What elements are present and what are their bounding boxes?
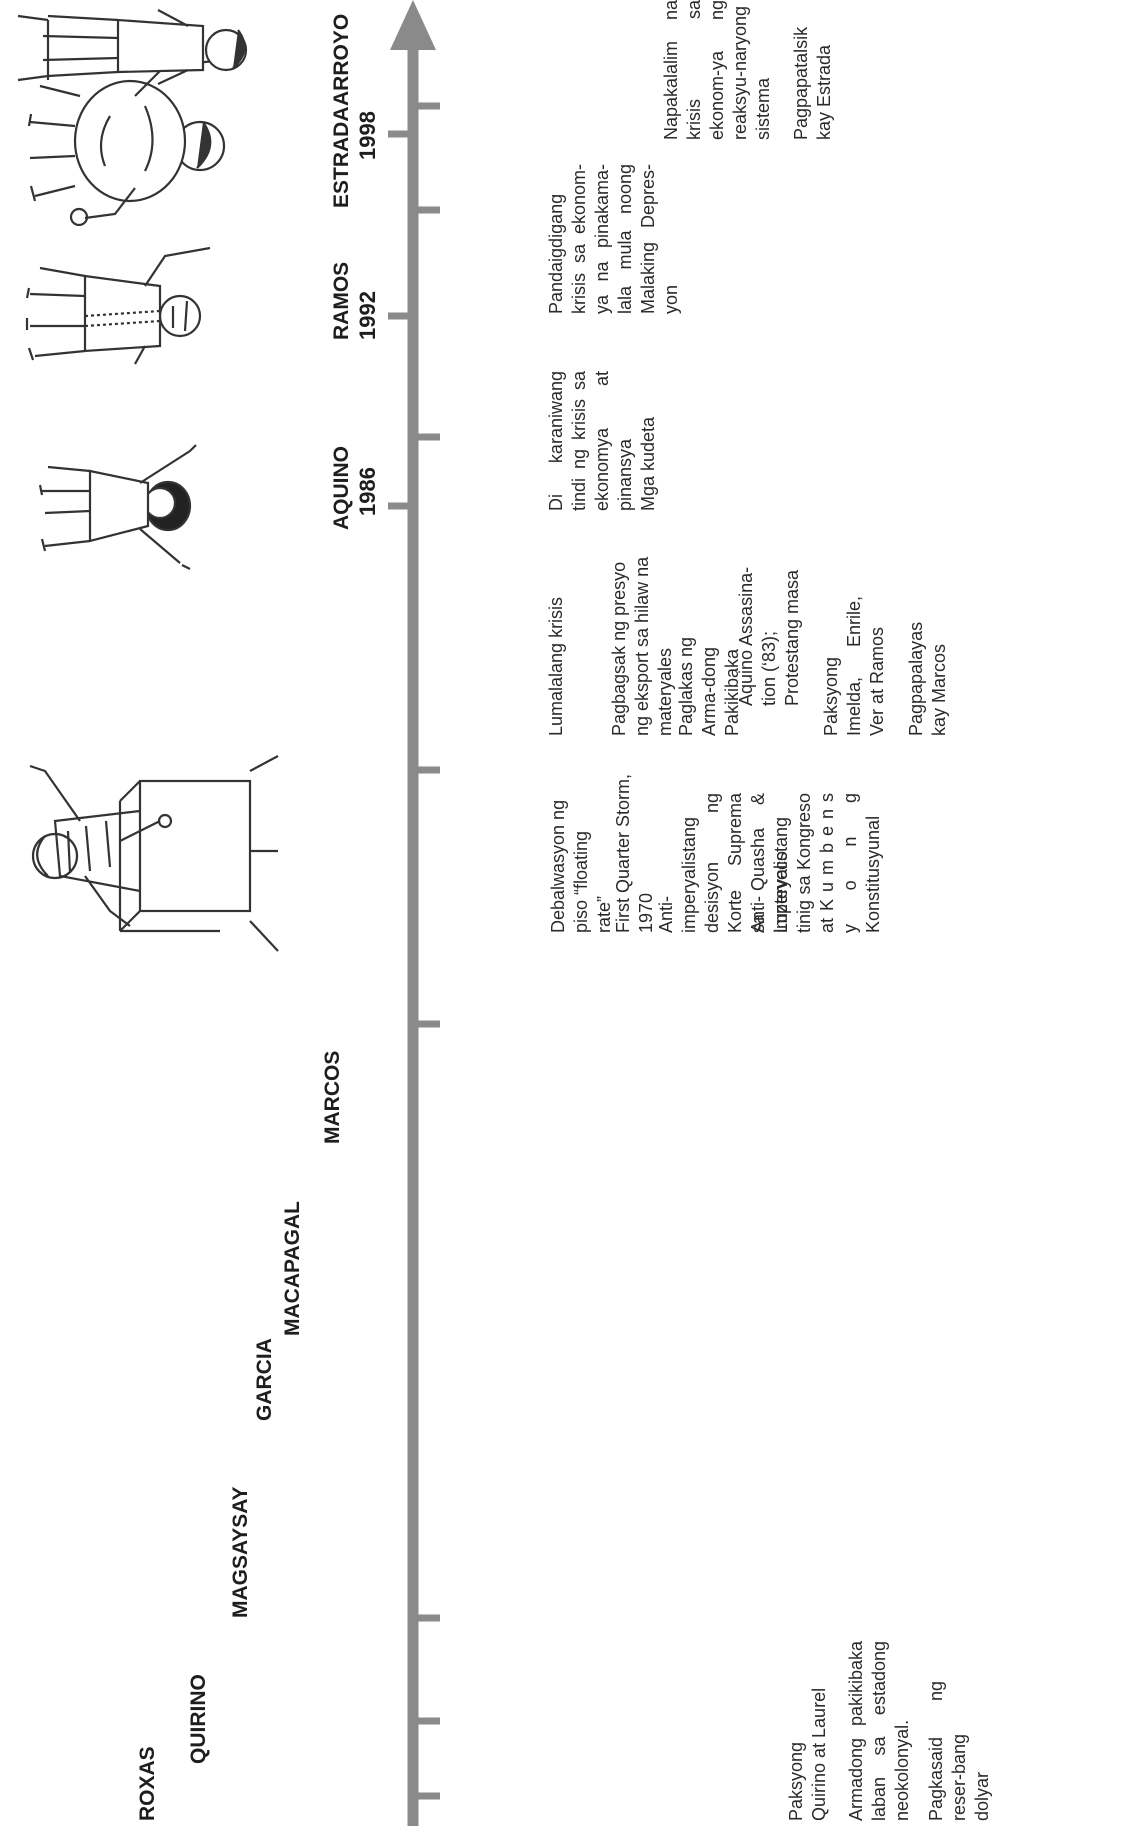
event-pagpapatalsik-estrada: Pagpapatalsik kay Estrada: [791, 26, 834, 140]
president-estrada: ESTRADA: [330, 106, 353, 208]
event-pagkasaid-reserba: Pagkasaid ng reser-bang dolyar: [926, 1681, 992, 1821]
event-paksyong-imelda: Paksyong Imelda, Enrile, Ver at Ramos: [821, 596, 887, 736]
president-ramos: RAMOS: [330, 261, 353, 340]
event-anti-imperyalistang-tinig: Anti-imperyalistang tinig sa Kongreso at…: [748, 793, 883, 933]
event-mga-kudeta: Mga kudeta: [638, 416, 658, 511]
event-pandaigdigang-krisis: Pandaigdigang krisis sa ekonom-ya na pin…: [546, 164, 681, 314]
president-aquino: AQUINO: [330, 446, 353, 530]
president-quirino: QUIRINO: [187, 1674, 210, 1764]
event-di-karaniwang-krisis: Di karaniwang tindi ng krisis sa ekonomy…: [546, 371, 635, 511]
president-garcia: GARCIA: [253, 1338, 276, 1421]
year-estrada: 1998: [355, 111, 380, 160]
marcos-at-podium-icon: [20, 746, 290, 971]
president-arroyo: ARROYO: [330, 13, 353, 106]
event-aquino-assasination: Aquino Assasina-tion (‘83); Protestang m…: [736, 566, 802, 706]
event-pagbagsak-presyo: Pagbagsak ng presyo ng eksport sa hilaw …: [609, 556, 675, 736]
event-paksyong-quirino: Paksyong Quirino at Laurel: [786, 1687, 829, 1821]
event-napakalalim-krisis: Napakalalim na krisis sa ekonom-ya ng re…: [661, 0, 773, 140]
event-first-quarter-storm: First Quarter Storm, 1970: [613, 773, 656, 933]
president-roxas: ROXAS: [136, 1746, 159, 1821]
event-debalwasyon-piso: Debalwasyon ng piso “floating rate”: [548, 799, 614, 933]
year-aquino: 1986: [355, 467, 380, 516]
event-lumalalang-krisis: Lumalalang krisis: [546, 596, 566, 736]
president-marcos: MARCOS: [321, 1050, 344, 1144]
president-macapagal: MACAPAGAL: [281, 1201, 304, 1336]
event-pagpapalayas-marcos: Pagpapalayas kay Marcos: [906, 621, 949, 736]
timeline-ticks: [388, 102, 440, 1800]
event-paglakas-armadong-pakikibaka: Paglakas ng Arma-dong Pakikibaka: [676, 636, 742, 736]
timeline-arrowhead: [390, 0, 436, 50]
aquino-figure-icon: [20, 441, 200, 571]
ramos-figure-icon: [15, 236, 220, 386]
estrada-figure-icon: [15, 56, 245, 226]
year-ramos: 1992: [355, 291, 380, 340]
arroyo-figure-icon: [8, 5, 258, 90]
president-magsaysay: MAGSAYSAY: [229, 1486, 252, 1619]
event-armadong-pakikibaka: Armadong pakikibaka laban sa estadong ne…: [846, 1641, 912, 1821]
